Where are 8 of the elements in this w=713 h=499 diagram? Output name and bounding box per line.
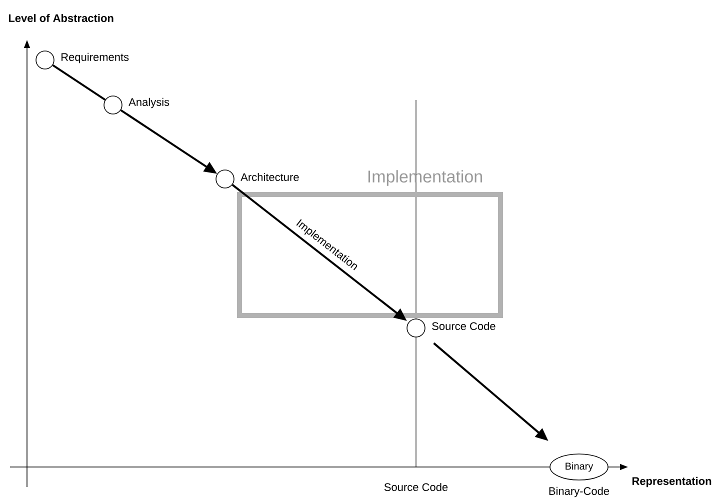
- node-label: Requirements: [62, 52, 129, 64]
- node-label: Source Code: [432, 322, 496, 330]
- axis-label: Representation: [632, 476, 712, 488]
- axis-label: Level of Abstraction: [8, 14, 114, 22]
- axis-label: Source Code: [384, 482, 448, 492]
- node-label: Analysis: [128, 98, 170, 108]
- node-label: Architecture: [240, 172, 299, 182]
- ellipse-node: Binary: [550, 454, 608, 480]
